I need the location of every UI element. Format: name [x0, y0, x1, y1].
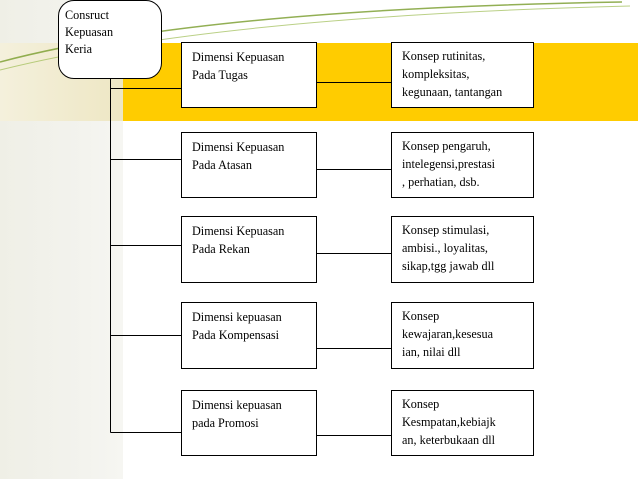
dimension-line: Dimensi Kepuasan: [192, 50, 285, 64]
dimension-line: Dimensi Kepuasan: [192, 140, 285, 154]
dimension-line: pada Promosi: [192, 416, 259, 430]
dimension-line: Dimensi Kepuasan: [192, 224, 285, 238]
concept-line: Kesmpatan,kebiajk: [402, 415, 496, 429]
dimension-box-rekan: Dimensi Kepuasan Pada Rekan: [181, 216, 317, 283]
concept-line: Konsep rutinitas,: [402, 49, 486, 63]
dimension-line: Pada Atasan: [192, 158, 252, 172]
dimension-line: Dimensi kepuasan: [192, 398, 282, 412]
dimension-box-atasan: Dimensi Kepuasan Pada Atasan: [181, 132, 317, 198]
dimension-box-kompensasi: Dimensi kepuasan Pada Kompensasi: [181, 302, 317, 369]
concept-line: sikap,tgg jawab dll: [402, 259, 495, 273]
root-line: Keria: [65, 42, 93, 56]
concept-line: kewajaran,kesesua: [402, 327, 494, 341]
dimension-line: Pada Rekan: [192, 242, 250, 256]
concept-box-atasan: Konsep pengaruh, intelegensi,prestasi , …: [391, 132, 534, 198]
concept-box-tugas: Konsep rutinitas, kompleksitas, kegunaan…: [391, 42, 534, 108]
dimension-line: Dimensi kepuasan: [192, 310, 282, 324]
dimension-box-promosi: Dimensi kepuasan pada Promosi: [181, 390, 317, 456]
concept-line: Konsep: [402, 397, 440, 411]
concept-line: Konsep: [402, 309, 440, 323]
concept-box-promosi: Konsep Kesmpatan,kebiajk an, keterbukaan…: [391, 390, 534, 456]
root-line: Consruct: [65, 8, 110, 22]
concept-line: kompleksitas,: [402, 67, 470, 81]
dimension-line: Pada Kompensasi: [192, 328, 279, 342]
concept-line: , perhatian, dsb.: [402, 175, 480, 189]
concept-line: ian, nilai dll: [402, 345, 461, 359]
concept-box-rekan: Konsep stimulasi, ambisi., loyalitas, si…: [391, 216, 534, 283]
concept-line: Konsep stimulasi,: [402, 223, 490, 237]
concept-line: ambisi., loyalitas,: [402, 241, 488, 255]
root-line: Kepuasan: [65, 25, 114, 39]
concept-box-kompensasi: Konsep kewajaran,kesesua ian, nilai dll: [391, 302, 534, 369]
concept-line: kegunaan, tantangan: [402, 85, 503, 99]
dimension-line: Pada Tugas: [192, 68, 248, 82]
root-construct-box: Consruct Kepuasan Keria: [58, 0, 162, 79]
concept-line: an, keterbukaan dll: [402, 433, 496, 447]
concept-line: intelegensi,prestasi: [402, 157, 496, 171]
dimension-box-tugas: Dimensi Kepuasan Pada Tugas: [181, 42, 317, 108]
concept-line: Konsep pengaruh,: [402, 139, 491, 153]
